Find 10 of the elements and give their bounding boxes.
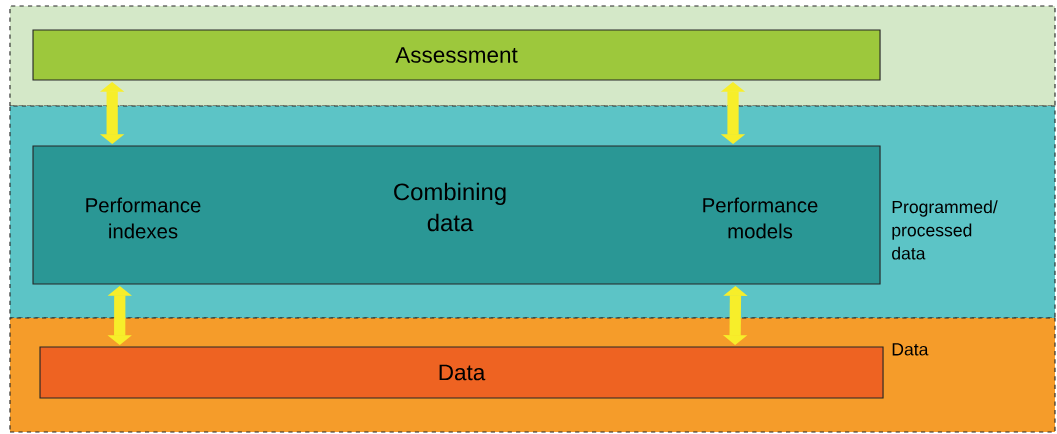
double-arrow [107,286,132,345]
box-text: Performance indexes [86,197,201,239]
box-heading: Combining data [394,182,506,232]
band-label: Programmed/ processed data [892,200,998,260]
band-label: Data [892,343,929,356]
box-text: Performance models [703,197,818,239]
double-arrow [99,82,125,144]
double-arrow [720,82,746,144]
process-box: Assessment [32,29,881,81]
process-box: Data [39,346,884,399]
